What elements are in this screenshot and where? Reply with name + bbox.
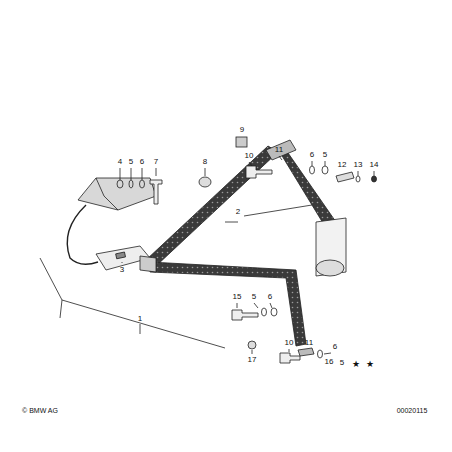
anchor-plate <box>298 348 314 356</box>
callout-number: 4 <box>118 158 122 166</box>
callout-number: 11 <box>275 146 283 154</box>
washer <box>129 180 133 188</box>
washer <box>310 166 315 174</box>
buckle-button <box>116 252 126 259</box>
anchor-plate <box>266 140 296 160</box>
nut <box>372 176 377 182</box>
washer <box>318 350 323 358</box>
leader-line <box>140 324 141 334</box>
nut <box>117 180 123 188</box>
callout-number: 2 <box>236 208 240 216</box>
leader-line <box>120 168 121 180</box>
callout-number: 5 <box>340 359 344 367</box>
clip <box>336 172 354 182</box>
callout-number: 9 <box>240 126 244 134</box>
leader-line <box>325 161 326 166</box>
belt-tongue <box>140 256 156 272</box>
copyright-note: © BMW AG <box>22 407 58 414</box>
retractor <box>316 218 346 276</box>
callout-number: 16 <box>325 358 334 366</box>
cap <box>199 177 211 187</box>
leader-line <box>142 168 143 180</box>
nut <box>271 308 277 316</box>
callout-number: 6 <box>268 293 272 301</box>
washer <box>262 308 267 316</box>
bolt <box>232 310 258 320</box>
cap <box>248 341 256 349</box>
leader-line <box>252 350 253 354</box>
belt-strap <box>150 262 306 346</box>
callout-number: 13 <box>354 161 363 169</box>
callout-number: 5 <box>323 151 327 159</box>
leader-line <box>122 262 123 263</box>
callout-number: 3 <box>120 266 124 274</box>
star-mark: ★ <box>352 360 360 369</box>
star-mark: ★ <box>366 360 374 369</box>
buckle-cover <box>96 178 118 210</box>
callout-number: 5 <box>252 293 256 301</box>
leader-line <box>374 171 375 176</box>
retractor-spool <box>316 260 344 276</box>
belt-strap <box>276 146 336 228</box>
leader-line <box>324 353 331 354</box>
leader-line <box>205 168 206 176</box>
leader-line <box>225 222 238 223</box>
belt-strap <box>146 146 278 266</box>
drawing-number: 00020115 <box>397 407 428 414</box>
leader-line <box>237 303 238 308</box>
callout-number: 17 <box>248 356 257 364</box>
leader-line <box>156 168 157 176</box>
washer <box>356 176 360 182</box>
callout-number: 8 <box>203 158 207 166</box>
leader-line <box>131 168 132 180</box>
callout-number: 1 <box>138 315 142 323</box>
cover-cap <box>236 137 247 147</box>
callout-number: 12 <box>338 161 347 169</box>
callout-number: 11 <box>305 339 313 347</box>
leader-line <box>244 205 312 216</box>
leader-line <box>270 303 272 308</box>
bolt <box>246 166 272 178</box>
callout-number: 10 <box>245 152 254 160</box>
leader-line <box>254 303 258 308</box>
leader-line <box>289 349 290 352</box>
bolt <box>280 353 300 363</box>
callout-number: 5 <box>129 158 133 166</box>
leader-line <box>279 156 282 160</box>
leader-line <box>358 171 359 176</box>
callout-number: 6 <box>333 343 337 351</box>
floor-outline <box>60 300 62 318</box>
callout-number: 7 <box>154 158 158 166</box>
callout-number: 6 <box>310 151 314 159</box>
nut <box>322 166 328 174</box>
callout-number: 14 <box>370 161 379 169</box>
buckle-cable <box>67 205 98 264</box>
callout-number: 10 <box>285 339 294 347</box>
buckle-cover <box>78 178 156 210</box>
leader-line <box>312 161 313 166</box>
bolt <box>150 180 162 204</box>
leader-line <box>249 162 252 166</box>
washer <box>140 180 145 188</box>
callout-number: 6 <box>140 158 144 166</box>
callout-number: 15 <box>233 293 242 301</box>
